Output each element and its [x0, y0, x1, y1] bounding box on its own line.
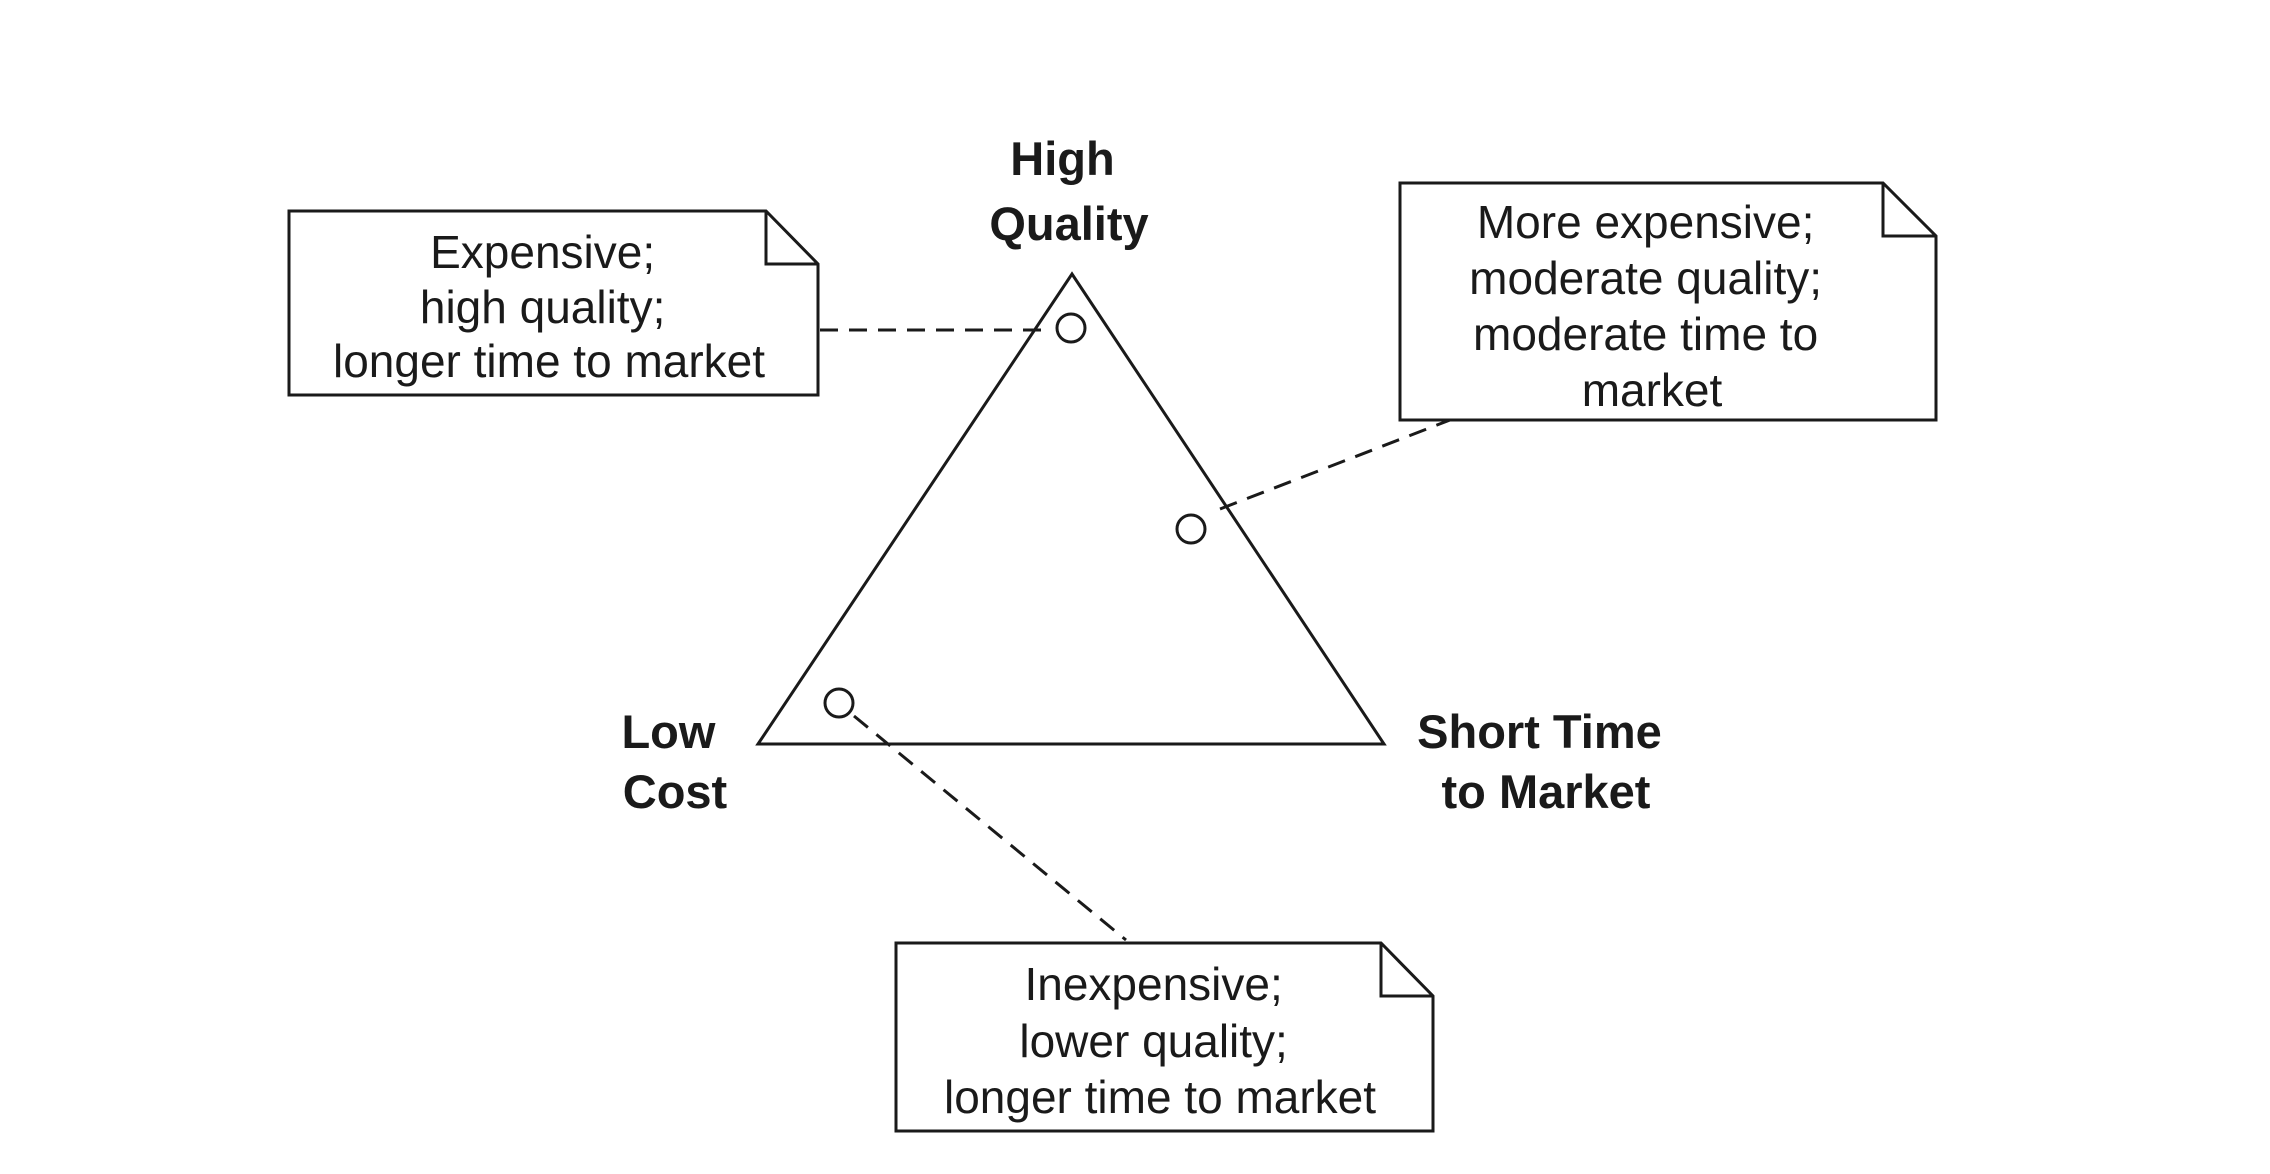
corner-label-short-time-to-market: Short Time to Market	[1417, 705, 1675, 818]
note-line: Expensive;	[430, 226, 655, 278]
note-line: market	[1582, 364, 1723, 416]
note-text: Inexpensive; lower quality; longer time …	[944, 958, 1376, 1123]
note-more-expensive-moderate: More expensive; moderate quality; modera…	[1398, 181, 1938, 422]
note-line: moderate time to	[1473, 308, 1818, 360]
corner-label-low-cost: Low Cost	[621, 705, 728, 818]
connector-top-right-note	[1219, 418, 1451, 511]
tradeoff-triangle	[755, 271, 1387, 746]
note-box	[1398, 181, 1938, 422]
note-line: More expensive;	[1477, 196, 1815, 248]
note-box	[287, 209, 820, 397]
note-line: Inexpensive;	[1024, 958, 1282, 1010]
note-fold-corner	[1379, 943, 1433, 998]
connector-bottom-note	[853, 714, 1127, 942]
note-line: moderate quality;	[1469, 252, 1822, 304]
corner-label-line: Quality	[989, 197, 1148, 250]
note-expensive-high-quality: Expensive; high quality; longer time to …	[287, 209, 820, 397]
note-text: More expensive; moderate quality; modera…	[1469, 196, 1835, 416]
corner-label-line: to Market	[1442, 765, 1651, 818]
note-fold-corner	[1881, 183, 1936, 238]
note-line: longer time to market	[333, 335, 765, 387]
note-line: high quality;	[420, 281, 666, 333]
marker-high-quality-point	[1055, 312, 1087, 344]
corner-label-line: Low	[621, 705, 715, 758]
note-line: lower quality;	[1019, 1015, 1287, 1067]
note-box	[894, 941, 1435, 1133]
note-inexpensive-lower-quality: Inexpensive; lower quality; longer time …	[894, 941, 1435, 1133]
corner-label-high-quality: High Quality	[989, 132, 1148, 250]
corner-label-line: High	[1010, 132, 1114, 185]
corner-label-line: Cost	[623, 765, 728, 818]
marker-low-cost-point	[823, 687, 855, 719]
note-line: longer time to market	[944, 1071, 1376, 1123]
corner-label-line: Short Time	[1417, 705, 1662, 758]
note-fold-corner	[764, 211, 818, 266]
note-text: Expensive; high quality; longer time to …	[333, 226, 765, 387]
marker-balanced-point	[1175, 513, 1207, 545]
